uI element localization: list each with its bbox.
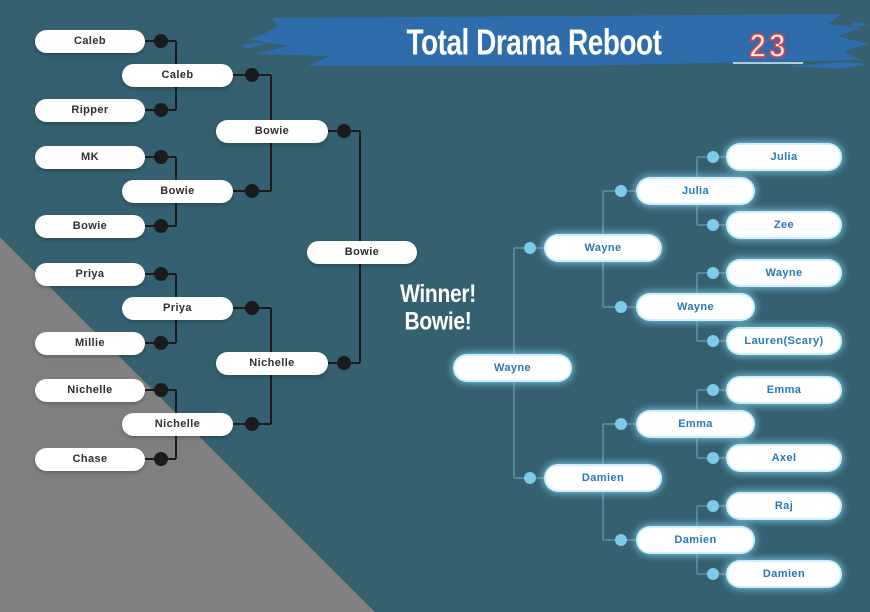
- contestant-name-label: Damien: [674, 534, 717, 546]
- bracket-pill-right-round3: Wayne: [546, 236, 660, 260]
- bracket-pill-left-final: Bowie: [307, 240, 417, 264]
- contestant-name-label: Wayne: [765, 267, 803, 279]
- connector-dot: [153, 452, 168, 466]
- contestant-name-label: Ripper: [71, 104, 109, 116]
- contestant-name-label: Priya: [163, 302, 192, 314]
- contestant-name-label: Caleb: [74, 35, 106, 47]
- winner-announcement: Winner! Bowie!: [362, 281, 514, 335]
- bracket-pill-left-round3: Nichelle: [216, 351, 328, 375]
- contestant-name-label: Raj: [774, 500, 794, 512]
- bracket-pill-right-round2: Julia: [638, 179, 753, 203]
- connector-dot: [524, 472, 536, 484]
- bracket-pill-left-round1: Priya: [35, 262, 145, 286]
- connector-dot: [706, 452, 719, 464]
- connector-dot: [245, 184, 259, 198]
- bracket-pill-left-round3: Bowie: [216, 119, 328, 143]
- contestant-name-label: Lauren(Scary): [744, 335, 824, 347]
- connector-dot: [153, 150, 168, 164]
- contestant-name-label: Caleb: [161, 69, 194, 81]
- connector-dot: [153, 336, 168, 350]
- contestant-name-label: Bowie: [344, 246, 380, 258]
- connector-dot: [614, 185, 627, 197]
- connector-dot: [153, 383, 168, 397]
- bracket-pill-right-round1: Axel: [728, 446, 840, 470]
- page-title: Total Drama Reboot: [406, 22, 662, 63]
- contestant-name-label: Wayne: [493, 362, 532, 374]
- connector-dot: [706, 384, 719, 396]
- connector-dot: [706, 500, 719, 512]
- connector-dot: [337, 356, 351, 370]
- connector-dot: [245, 68, 259, 82]
- connector-dot: [614, 534, 627, 546]
- bracket-pill-right-round3: Damien: [546, 466, 660, 490]
- connector-dot: [706, 219, 719, 231]
- winner-label: Winner!: [400, 281, 476, 309]
- contestant-name-label: Bowie: [72, 220, 108, 232]
- connector-dot: [524, 242, 536, 254]
- bracket-pill-left-round1: Caleb: [35, 29, 145, 53]
- bracket-pill-left-round2: Caleb: [122, 63, 233, 87]
- contestant-name-label: Millie: [75, 337, 105, 349]
- bracket-pill-right-round1: Julia: [728, 145, 840, 169]
- bracket-pill-right-round1: Raj: [728, 494, 840, 518]
- connector-dot: [245, 301, 259, 315]
- connector-dot: [245, 417, 259, 431]
- bracket-pill-left-round2: Nichelle: [122, 412, 233, 436]
- contestant-name-label: Damien: [581, 472, 625, 484]
- contestant-name-label: Wayne: [676, 301, 715, 313]
- contestant-name-label: Julia: [770, 151, 798, 163]
- contestant-name-label: Damien: [762, 568, 806, 580]
- title-number-underline: [733, 62, 803, 64]
- bracket-pill-right-round2: Wayne: [638, 295, 753, 319]
- bracket-pill-right-round1: Emma: [728, 378, 840, 402]
- title-season-number: 23: [749, 27, 789, 66]
- contestant-name-label: Nichelle: [67, 384, 113, 396]
- connector-dot: [614, 301, 627, 313]
- contestant-name-label: Zee: [773, 219, 795, 231]
- contestant-name-label: Bowie: [254, 125, 290, 137]
- connector-dot: [614, 418, 627, 430]
- connector-dot: [706, 151, 719, 163]
- connector-dot: [153, 34, 168, 48]
- contestant-name-label: Chase: [72, 453, 108, 465]
- connector-dot: [337, 124, 351, 138]
- bracket-pill-left-round1: Millie: [35, 331, 145, 355]
- brush-stroke-decoration: [242, 14, 870, 69]
- connector-dot: [153, 103, 168, 117]
- bracket-pill-left-round1: MK: [35, 145, 145, 169]
- connector-dot: [706, 267, 719, 279]
- bracket-pill-left-round1: Bowie: [35, 214, 145, 238]
- contestant-name-label: Nichelle: [249, 357, 295, 369]
- contestant-name-label: Bowie: [160, 185, 195, 197]
- connector-dot: [706, 568, 719, 580]
- bracket-pill-right-round1: Wayne: [728, 261, 840, 285]
- contestant-name-label: Nichelle: [154, 418, 201, 430]
- bracket-pill-right-round2: Damien: [638, 528, 753, 552]
- bracket-pill-left-round1: Chase: [35, 447, 145, 471]
- connector-dot: [153, 219, 168, 233]
- contestant-name-label: Emma: [678, 418, 713, 430]
- connector-dot: [706, 335, 719, 347]
- contestant-name-label: Wayne: [584, 242, 622, 254]
- bracket-pill-right-round2: Emma: [638, 412, 753, 436]
- contestant-name-label: MK: [81, 151, 99, 163]
- winner-name: Bowie!: [404, 308, 472, 336]
- contestant-name-label: Emma: [766, 384, 802, 396]
- bracket-pill-right-round1: Damien: [728, 562, 840, 586]
- contestant-name-label: Julia: [681, 185, 710, 197]
- bracket-pill-right-final: Wayne: [455, 356, 570, 380]
- bracket-pill-right-round1: Lauren(Scary): [728, 329, 840, 353]
- bracket-pill-right-round1: Zee: [728, 213, 840, 237]
- connector-dot: [153, 267, 168, 281]
- bracket-pill-left-round1: Ripper: [35, 98, 145, 122]
- contestant-name-label: Axel: [771, 452, 797, 464]
- bracket-pill-left-round2: Priya: [122, 296, 233, 320]
- bracket-pill-left-round1: Nichelle: [35, 378, 145, 402]
- bracket-pill-left-round2: Bowie: [122, 179, 233, 203]
- contestant-name-label: Priya: [75, 268, 105, 280]
